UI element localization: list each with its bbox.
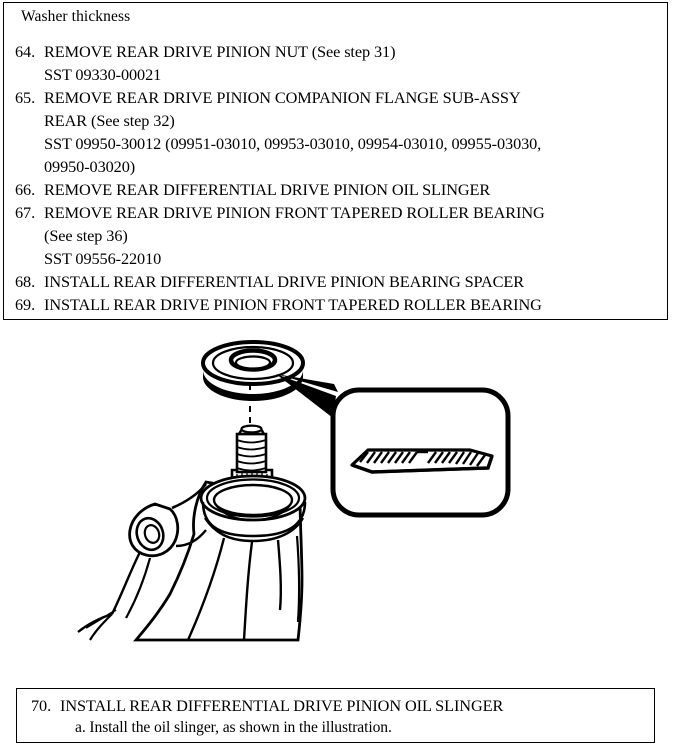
step-label: REMOVE REAR DIFFERENTIAL DRIVE PINION OI…: [44, 180, 491, 199]
oil-slinger-washer: [201, 340, 305, 401]
step-continuation: REAR (See step 32): [15, 109, 665, 132]
step-number: 64.: [15, 42, 36, 61]
sst-tool-number: SST 09556-22010: [44, 249, 162, 268]
substep-label: a. Install the oil slinger, as shown in …: [75, 719, 392, 736]
callout-pointer: [276, 374, 338, 418]
cross-section-detail-balloon: [330, 387, 511, 518]
step-number: 68.: [15, 272, 36, 291]
assembly-illustration: [0, 322, 676, 682]
step-item: 68. INSTALL REAR DIFFERENTIAL DRIVE PINI…: [15, 270, 665, 293]
step-list: 64. REMOVE REAR DRIVE PINION NUT (See st…: [15, 40, 665, 316]
bottom-procedure-box: 70. INSTALL REAR DIFFERENTIAL DRIVE PINI…: [16, 688, 655, 743]
washer-thickness-heading: Washer thickness: [21, 8, 131, 25]
differential-carrier-housing: [77, 474, 307, 642]
step-number: 66.: [15, 180, 36, 199]
step-label: REMOVE REAR DRIVE PINION COMPANION FLANG…: [44, 88, 521, 107]
step-label: REMOVE REAR DRIVE PINION FRONT TAPERED R…: [44, 203, 545, 222]
step-continuation: SST 09950-30012 (09951-03010, 09953-0301…: [15, 132, 665, 155]
step-number: 67.: [15, 203, 36, 222]
step-label: INSTALL REAR DIFFERENTIAL DRIVE PINION O…: [60, 696, 504, 715]
step-continuation: 09950-03020): [15, 155, 665, 178]
sst-tool-number: SST 09330-00021: [44, 65, 162, 84]
step-continuation: (See step 36): [15, 224, 665, 247]
sst-tool-number: SST 09950-30012 (09951-03010, 09953-0301…: [44, 134, 542, 153]
step-label-wrap: REAR (See step 32): [44, 111, 175, 130]
step-continuation: SST 09556-22010: [15, 247, 665, 270]
step-number: 70.: [31, 696, 52, 715]
step-number: 69.: [15, 295, 36, 314]
step-number: 65.: [15, 88, 36, 107]
step-item: 69. INSTALL REAR DRIVE PINION FRONT TAPE…: [15, 293, 665, 316]
washer-cross-section: [350, 448, 494, 474]
step-item: 65. REMOVE REAR DRIVE PINION COMPANION F…: [15, 86, 665, 109]
step-label: INSTALL REAR DRIVE PINION FRONT TAPERED …: [44, 295, 542, 314]
see-step-reference: (See step 36): [44, 226, 128, 245]
step-label: REMOVE REAR DRIVE PINION NUT (See step 3…: [44, 42, 396, 61]
step-continuation: SST 09330-00021: [15, 63, 665, 86]
sst-tool-number-wrap: 09950-03020): [44, 157, 136, 176]
step-item: 66. REMOVE REAR DIFFERENTIAL DRIVE PINIO…: [15, 178, 665, 201]
step-item: 67. REMOVE REAR DRIVE PINION FRONT TAPER…: [15, 201, 665, 224]
top-procedure-box: Washer thickness 64. REMOVE REAR DRIVE P…: [3, 2, 668, 320]
step-label: INSTALL REAR DIFFERENTIAL DRIVE PINION B…: [44, 272, 525, 291]
step-item: 64. REMOVE REAR DRIVE PINION NUT (See st…: [15, 40, 665, 63]
